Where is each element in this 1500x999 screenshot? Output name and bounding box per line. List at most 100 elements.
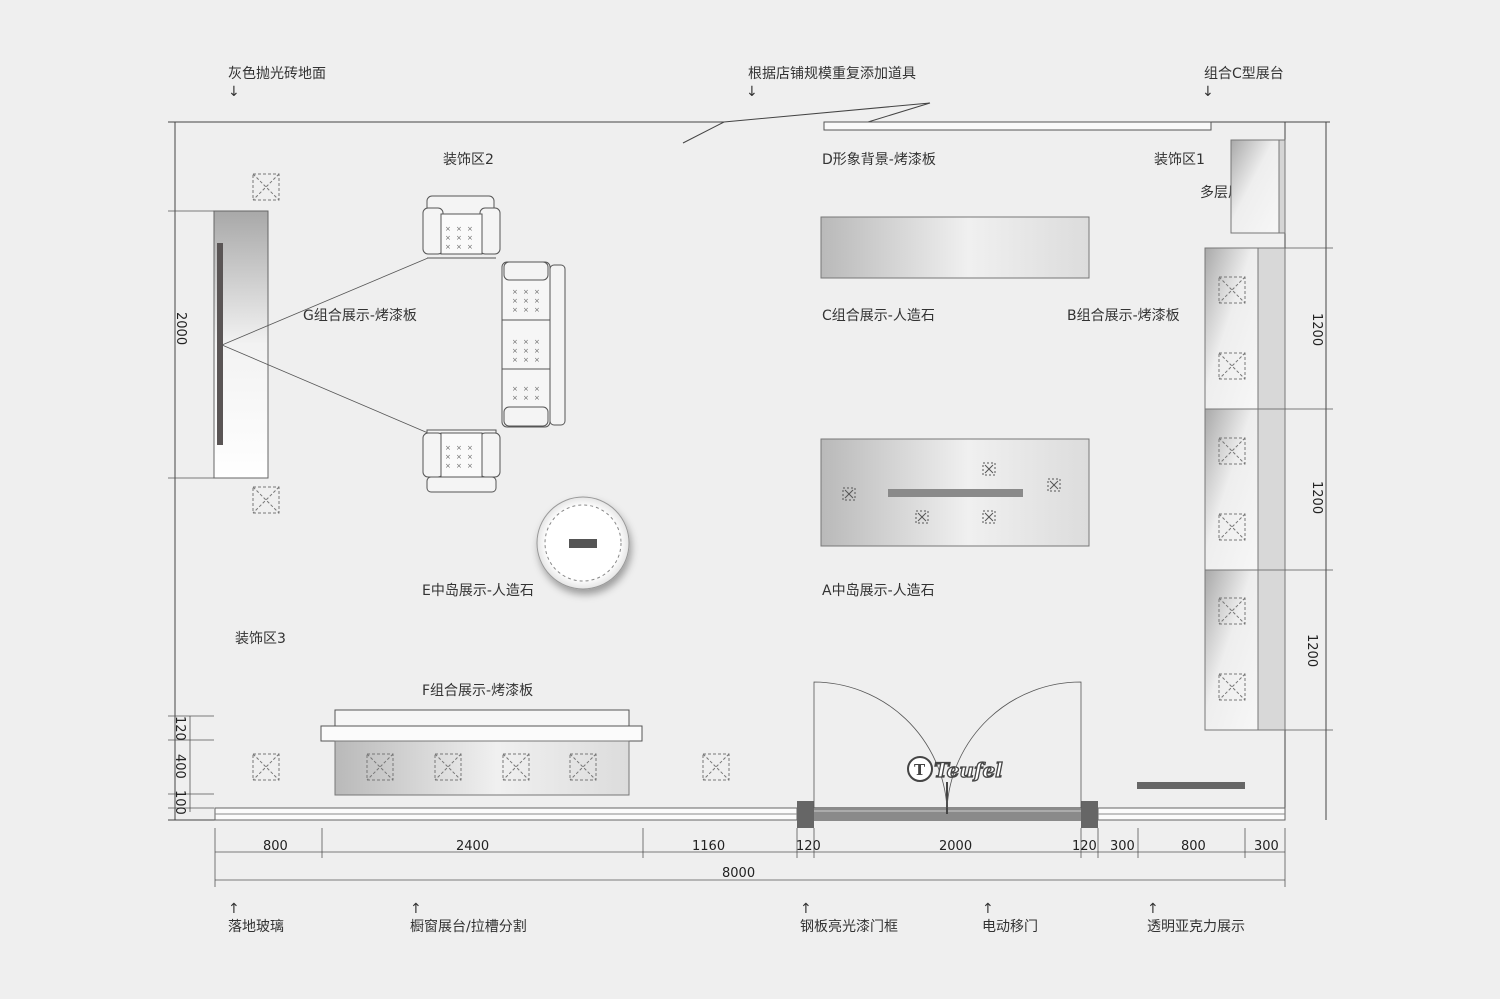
label-deco1: 装饰区1 xyxy=(1154,152,1205,168)
spotlight-icon xyxy=(252,486,280,514)
label-f-show: F组合展示-烤漆板 xyxy=(422,683,533,699)
spotlight-icon xyxy=(702,753,730,781)
cushion-dot: × xyxy=(445,462,451,470)
cushion-dot: × xyxy=(456,243,462,251)
spotlight-icon xyxy=(1218,437,1246,465)
cushion-dot: × xyxy=(523,385,529,393)
sofa-top xyxy=(422,195,501,259)
spotlight-icon xyxy=(434,753,462,781)
e-island-display xyxy=(536,496,630,590)
svg-text:T: T xyxy=(914,761,926,779)
d-background-board xyxy=(823,121,1212,131)
cushion-dot: × xyxy=(512,385,518,393)
g-combo-display xyxy=(213,210,429,479)
f-combo-display xyxy=(320,709,643,796)
label-c-show: C组合展示-人造石 xyxy=(822,308,935,324)
dimension-lines: 2000 1200 1200 1200 120 400 100 800 2400… xyxy=(168,210,1333,887)
cushion-dot: × xyxy=(456,234,462,242)
c-combo-display xyxy=(820,216,1090,279)
cushion-dot: × xyxy=(523,347,529,355)
cushion-dot: × xyxy=(456,453,462,461)
label-b-show: B组合展示-烤漆板 xyxy=(1067,308,1180,324)
cushion-dot: × xyxy=(445,234,451,242)
logo-text: Teufel xyxy=(934,758,1003,782)
cushion-dot: × xyxy=(445,453,451,461)
dim-b-120a: 120 xyxy=(796,839,821,854)
spotlight-icon xyxy=(1218,513,1246,541)
spotlight-icon xyxy=(1218,597,1246,625)
spotlight-icon xyxy=(1218,352,1246,380)
label-deco2: 装饰区2 xyxy=(443,152,494,168)
note-door: 电动移门 xyxy=(982,919,1038,935)
dim-total-8000: 8000 xyxy=(722,866,755,881)
dim-right-1200-a: 1200 xyxy=(1309,313,1324,346)
cushion-dot: × xyxy=(534,356,540,364)
cushion-dot: × xyxy=(523,394,529,402)
cushion-dot: × xyxy=(512,288,518,296)
spotlight-icon xyxy=(569,753,597,781)
cushion-dot: × xyxy=(512,338,518,346)
cushion-dot: × xyxy=(445,243,451,251)
cushion-dot: × xyxy=(445,225,451,233)
arrow-down-icon: ↓ xyxy=(228,84,240,100)
cushion-dot: × xyxy=(523,338,529,346)
cushion-dot: × xyxy=(512,306,518,314)
label-deco3: 装饰区3 xyxy=(235,631,286,647)
cushion-dot: × xyxy=(523,297,529,305)
spotlight-icon xyxy=(252,753,280,781)
cushion-dot: × xyxy=(534,288,540,296)
label-g-show: G组合展示-烤漆板 xyxy=(303,308,417,324)
dim-b-1160: 1160 xyxy=(692,839,725,854)
cushion-dot: × xyxy=(534,394,540,402)
cushion-dot: × xyxy=(534,306,540,314)
cushion-dot: × xyxy=(512,297,518,305)
zone-labels: 装饰区2 D形象背景-烤漆板 装饰区1 多层展架1 G组合展示-烤漆板 C组合展… xyxy=(235,152,1265,699)
dim-b-800b: 800 xyxy=(1181,839,1206,854)
cushion-dot: × xyxy=(456,444,462,452)
arrow-up-icon: ↑ xyxy=(800,901,812,917)
dim-b-300b: 300 xyxy=(1254,839,1279,854)
cushion-dot: × xyxy=(467,444,473,452)
cushion-dot: × xyxy=(512,347,518,355)
label-e-island: E中岛展示-人造石 xyxy=(422,583,534,599)
multi-layer-shelf xyxy=(1230,139,1286,234)
arrow-up-icon: ↑ xyxy=(1147,901,1159,917)
small-spotlight-icon xyxy=(842,487,856,501)
arrow-up-icon: ↑ xyxy=(228,901,240,917)
arrow-down-icon: ↓ xyxy=(1202,84,1214,100)
note-window: 橱窗展台/拉槽分割 xyxy=(410,918,527,935)
small-spotlight-icon xyxy=(915,510,929,524)
small-spotlight-icon xyxy=(982,462,996,476)
glass-facade xyxy=(214,807,1286,821)
note-floor: 灰色抛光砖地面 xyxy=(228,65,326,82)
top-notes: 灰色抛光砖地面 ↓ 根据店铺规模重复添加道具 ↓ 组合C型展台 ↓ xyxy=(228,65,1284,100)
cushion-dot: × xyxy=(523,306,529,314)
spotlight-icon xyxy=(366,753,394,781)
label-d-background: D形象背景-烤漆板 xyxy=(822,152,936,168)
dim-right-1200-c: 1200 xyxy=(1304,634,1319,667)
cushion-dot: × xyxy=(467,243,473,251)
dim-v-120: 120 xyxy=(172,716,187,741)
a-island-display xyxy=(820,438,1090,547)
cushion-dot: × xyxy=(467,462,473,470)
cushion-dot: × xyxy=(456,225,462,233)
cushion-dot: × xyxy=(512,394,518,402)
teufel-logo: T Teufel xyxy=(907,756,1004,783)
spotlight-icon xyxy=(1218,673,1246,701)
spotlight-icon xyxy=(1218,276,1246,304)
arrow-up-icon: ↑ xyxy=(982,901,994,917)
cushion-dot: × xyxy=(534,338,540,346)
note-frame: 钢板亮光漆门框 xyxy=(800,918,898,935)
arrow-down-icon: ↓ xyxy=(746,84,758,100)
b-combo-display xyxy=(1204,247,1286,731)
label-a-island: A中岛展示-人造石 xyxy=(822,583,935,599)
dim-b-2400: 2400 xyxy=(456,839,489,854)
sofa-bottom xyxy=(422,429,501,493)
dim-right-1200-b: 1200 xyxy=(1309,481,1324,514)
cushion-dot: × xyxy=(534,297,540,305)
dim-b-2000: 2000 xyxy=(939,839,972,854)
cushion-dot: × xyxy=(467,234,473,242)
cushion-dot: × xyxy=(523,288,529,296)
small-spotlight-icon xyxy=(1047,478,1061,492)
